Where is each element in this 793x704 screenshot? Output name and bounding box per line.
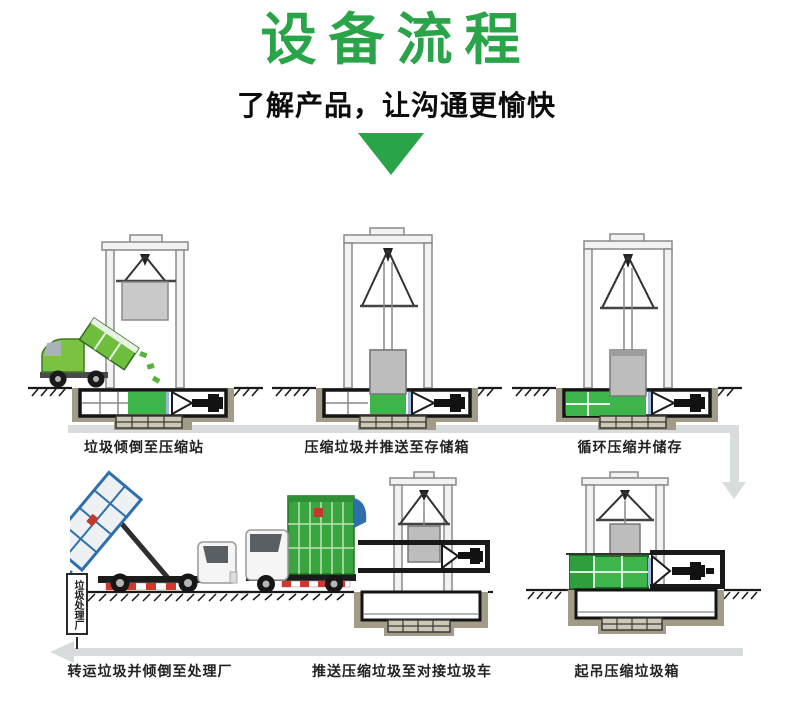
step2-compress-illustration [272, 227, 502, 430]
step5-label: 推送压缩垃圾至对接垃圾车 [312, 663, 492, 679]
step1-dump-to-station-illustration [28, 234, 263, 430]
gantry-tower [581, 471, 669, 591]
hydraulic-ram [458, 548, 483, 564]
hydraulic-ram [434, 394, 465, 412]
step2-label: 压缩垃圾并推送至存储箱 [304, 439, 470, 455]
processing-plant-sign: 垃圾处理厂 [66, 573, 88, 635]
falling-garbage [139, 351, 161, 384]
step4-transfer-truck-illustration [70, 470, 250, 602]
hydraulic-ram [672, 562, 714, 580]
flow-line-right-vertical [730, 425, 739, 483]
flow-line-bottom [74, 648, 743, 656]
step5-docking-truck-illustration [238, 471, 493, 636]
step3-store-illustration [512, 233, 742, 430]
arrow-down-icon [722, 482, 746, 499]
compactor-ram [609, 523, 641, 555]
lifted-container [566, 553, 654, 591]
ground-hatching [28, 386, 263, 397]
underground-pit [556, 349, 718, 430]
hydraulic-ram [192, 394, 223, 412]
hydraulic-ram [674, 394, 705, 412]
gantry-tower [389, 471, 457, 593]
step6-label: 起吊压缩垃圾箱 [574, 663, 680, 679]
stored-garbage-blocks [566, 392, 646, 416]
step6-hoist-container-illustration [526, 471, 761, 634]
vent-grid [359, 415, 427, 429]
vent-grid [599, 415, 667, 429]
sign-pole [76, 637, 78, 649]
underground-pit [72, 388, 234, 430]
page-subtitle: 了解产品，让沟通更愉快 [236, 90, 556, 121]
down-triangle-icon [357, 133, 424, 175]
step4-label: 转运垃圾并倾倒至处理厂 [67, 663, 233, 679]
tipped-container [70, 470, 144, 574]
page-title: 设备流程 [260, 8, 533, 71]
hoist-box [121, 281, 169, 321]
compressed-garbage [370, 394, 406, 414]
vent-grid [387, 619, 451, 633]
vent-grid [115, 415, 183, 429]
arrow-left-icon [50, 641, 74, 663]
hook-lift-truck [70, 470, 238, 593]
underground-pit [316, 349, 478, 430]
ground-hatching [512, 386, 742, 397]
vent-grid [601, 617, 663, 631]
push-channel [358, 540, 490, 573]
ground-hatching [76, 590, 250, 602]
docking-garbage-truck [245, 495, 367, 593]
underground-pit [354, 590, 488, 636]
step1-label: 垃圾倾倒至压缩站 [84, 439, 204, 455]
ground-hatching [272, 386, 502, 397]
mini-dump-truck [40, 316, 161, 388]
garbage-heap [128, 392, 166, 414]
tipped-dump-box [78, 316, 140, 371]
compactor-ram [609, 349, 647, 397]
underground-pit [568, 588, 724, 634]
docking-chute [354, 498, 367, 528]
ground-hatching [526, 588, 761, 600]
push-channel [650, 550, 725, 589]
step3-label: 循环压缩并储存 [577, 439, 683, 455]
